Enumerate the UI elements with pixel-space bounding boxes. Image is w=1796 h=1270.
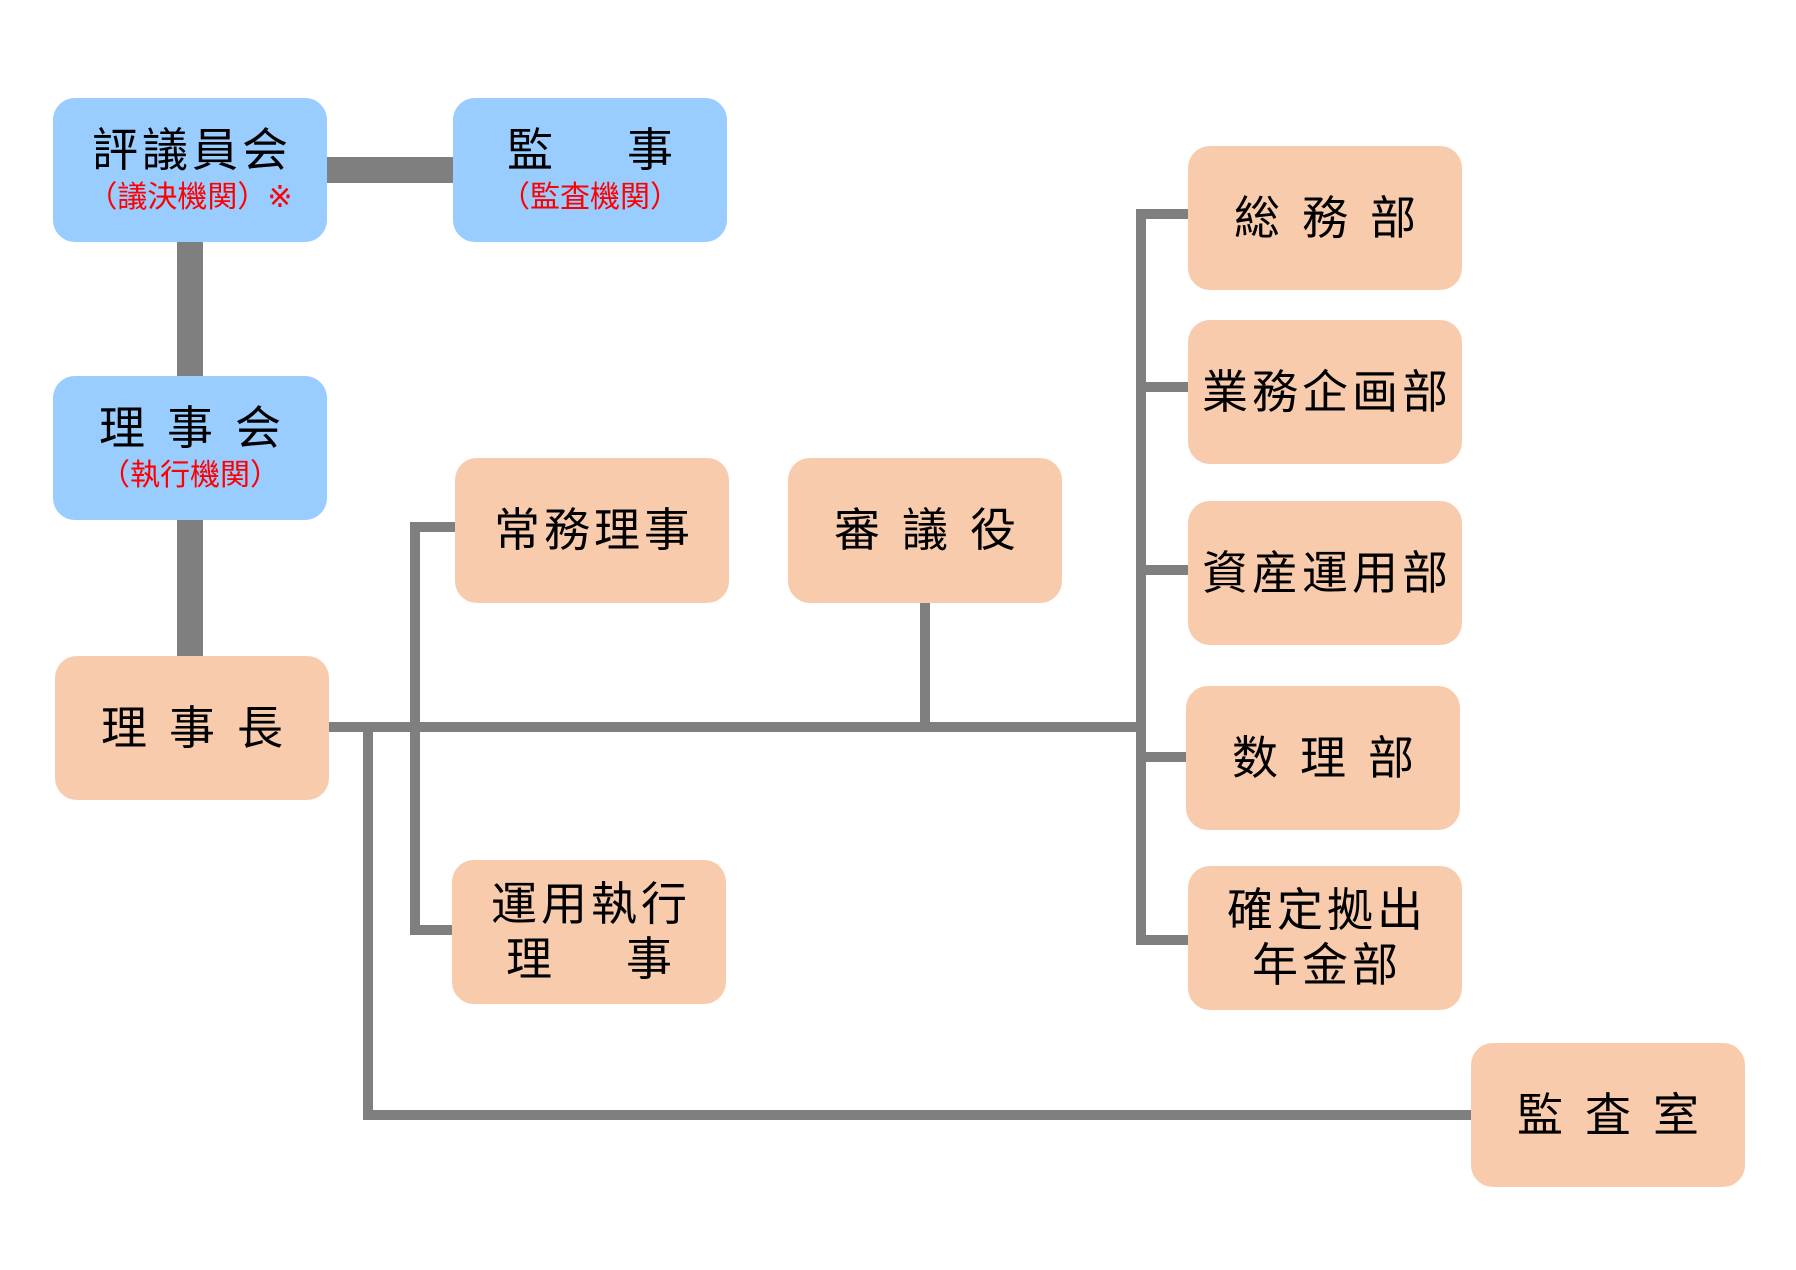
node-somubu: 総務部: [1188, 146, 1462, 290]
node-title-line1: 運用執行: [491, 876, 691, 931]
node-gyomu-kikakubu: 業務企画部: [1188, 320, 1462, 464]
node-title: 監 事: [507, 122, 687, 177]
node-kansashitsu: 監査室: [1471, 1043, 1745, 1187]
node-title: 監査室: [1517, 1087, 1721, 1142]
node-jomu-riji: 常務理事: [455, 458, 729, 603]
node-kanji: 監 事 （監査機関）: [453, 98, 727, 242]
node-title-line2: 理 事: [506, 932, 686, 986]
node-title: 理事長: [101, 700, 305, 755]
node-title: 数理部: [1232, 730, 1436, 785]
node-title: 資産運用部: [1202, 545, 1452, 600]
node-shisan-unyobu: 資産運用部: [1188, 501, 1462, 645]
node-title: 総務部: [1234, 190, 1438, 245]
node-rijicho: 理事長: [55, 656, 329, 800]
node-subtitle: （監査機関）: [500, 180, 680, 216]
node-subtitle: （議決機関）※: [87, 180, 293, 216]
node-title: 常務理事: [494, 503, 694, 558]
node-title-line2: 年金部: [1252, 938, 1402, 992]
node-suribu: 数理部: [1186, 686, 1460, 830]
thick-connectors: [177, 157, 455, 656]
node-kakutei-kyoshutsu-nenkinbu: 確定拠出 年金部: [1188, 866, 1462, 1010]
thin-connectors: [322, 209, 1476, 1120]
node-title: 審議役: [834, 503, 1038, 558]
node-title: 評議員会: [92, 122, 292, 177]
node-shingiyaku: 審議役: [788, 458, 1062, 603]
node-subtitle: （執行機関）: [100, 458, 280, 494]
node-title: 業務企画部: [1202, 364, 1452, 419]
node-rijikai: 理事会 （執行機関）: [53, 376, 327, 520]
node-hyogiinkai: 評議員会 （議決機関）※: [53, 98, 327, 242]
node-unyo-shikko-riji: 運用執行 理 事: [452, 860, 726, 1004]
node-title: 理事会: [99, 400, 303, 455]
node-title-line1: 確定拠出: [1227, 882, 1427, 937]
